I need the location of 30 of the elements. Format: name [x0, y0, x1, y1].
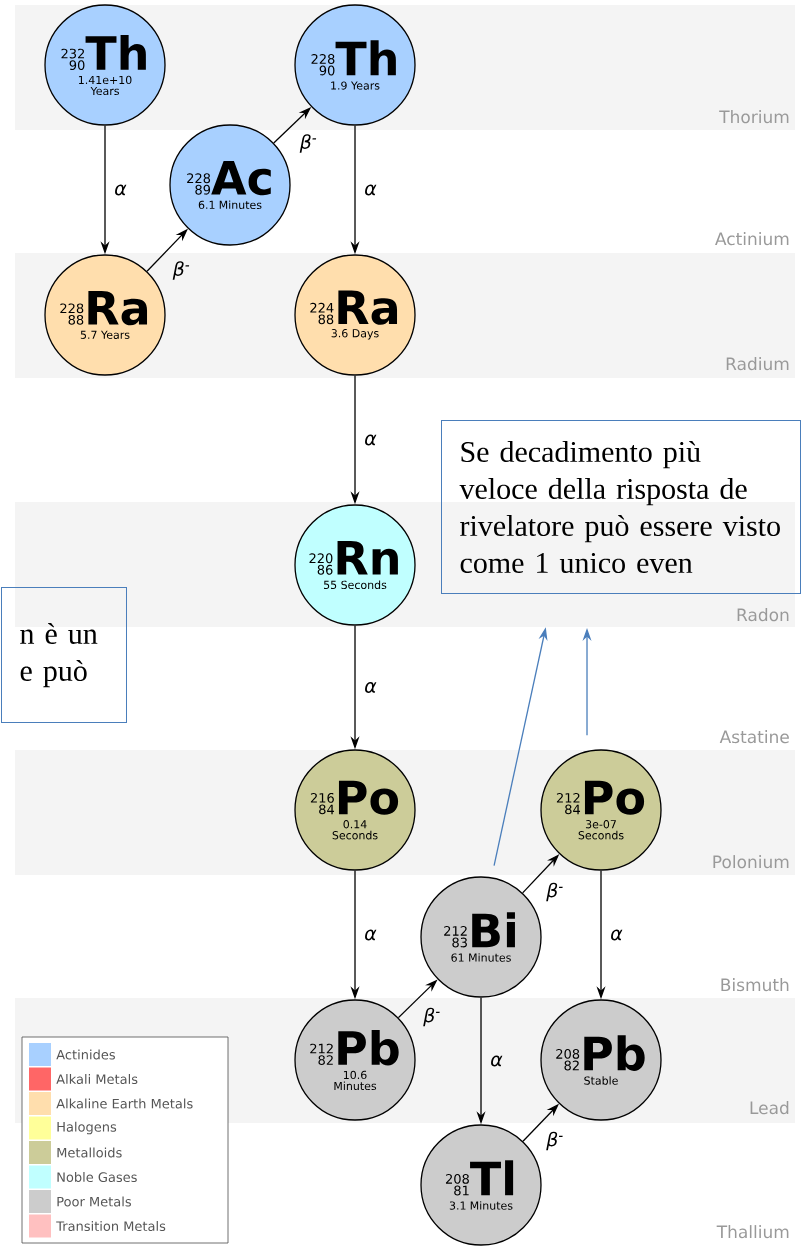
row-label: Polonium	[713, 855, 789, 869]
legend-text: Metalloids	[57, 1147, 122, 1158]
edge-label: β$^{-}$	[546, 882, 563, 902]
edge-label: β$^{-}$	[172, 261, 190, 280]
legend-text: Noble Gases	[57, 1172, 137, 1183]
legend-text: Alkali Metals	[56, 1074, 138, 1085]
row-label: Bismuth	[721, 978, 789, 992]
row-label: Thorium	[719, 110, 789, 124]
edge-label: α	[611, 929, 623, 941]
edge-label: α	[491, 1055, 503, 1067]
edge-label: β$^{-}$	[299, 134, 317, 153]
row-label: Astatine	[719, 730, 789, 744]
legend-text: Actinides	[56, 1049, 115, 1060]
legend-text: Transition Metals	[56, 1221, 166, 1232]
row-label: Thallium	[716, 1225, 789, 1239]
callout-box: n è un e può	[1, 587, 127, 723]
row-label: Actinium	[715, 232, 789, 246]
row-label: Lead	[750, 1101, 789, 1115]
edge-label: α	[365, 682, 377, 693]
callout-box: Se decadimento più veloce della risposta de rivelatore può essere visto come 1 unico even	[441, 420, 801, 594]
edge-label: α	[365, 434, 377, 446]
legend-text: Poor Metals	[57, 1196, 131, 1207]
edge-label: α	[115, 184, 127, 196]
legend-text: Halogens	[57, 1121, 117, 1135]
edge-label: β$^{-}$	[546, 1131, 563, 1151]
edge-label: α	[365, 184, 377, 196]
edge-label: α	[365, 929, 377, 941]
edge-label: β$^{-}$	[423, 1007, 440, 1027]
row-label: Radium	[726, 357, 789, 371]
legend-text: Alkaline Earth Metals	[56, 1098, 193, 1109]
